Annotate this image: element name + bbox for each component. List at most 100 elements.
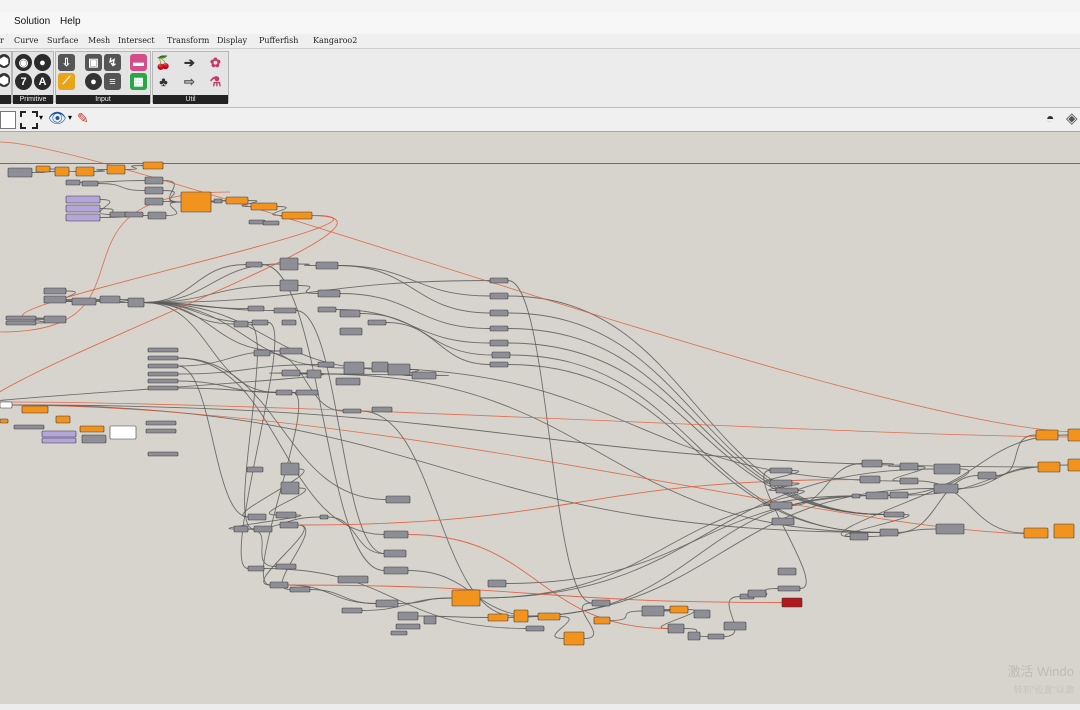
component-node[interactable]	[247, 565, 265, 572]
preview-shade-icon[interactable]: ◓	[1046, 110, 1055, 126]
eye-icon[interactable]: 👁	[48, 110, 68, 127]
component-node[interactable]	[849, 532, 869, 541]
component-node[interactable]	[899, 477, 919, 485]
arrow-outline-icon[interactable]: ⇨	[184, 73, 195, 89]
component-node[interactable]	[247, 305, 265, 312]
component-node[interactable]	[641, 605, 665, 617]
gradient-icon[interactable]: ▬	[130, 54, 147, 71]
param-component[interactable]	[75, 166, 95, 177]
slider-component[interactable]	[65, 213, 101, 222]
integer-param-icon[interactable]: ●	[34, 54, 51, 71]
zoom-dropdown[interactable]	[0, 111, 16, 129]
menu-help[interactable]: Help	[60, 16, 81, 27]
param-component[interactable]	[593, 616, 611, 625]
component-node[interactable]	[395, 623, 421, 630]
component-node[interactable]	[411, 371, 437, 380]
param-component[interactable]	[225, 196, 249, 205]
param-component[interactable]	[0, 418, 9, 424]
component-node[interactable]	[233, 525, 249, 533]
component-node[interactable]	[375, 599, 399, 608]
component-node[interactable]	[487, 579, 507, 588]
param-component[interactable]	[513, 609, 529, 623]
component-node[interactable]	[335, 377, 361, 386]
component-node[interactable]	[371, 406, 393, 413]
component-node[interactable]	[279, 347, 303, 355]
component-node[interactable]	[279, 257, 299, 271]
tab-intersect[interactable]: Intersect	[118, 36, 155, 45]
component-node[interactable]	[489, 339, 509, 347]
component-node[interactable]	[342, 408, 362, 414]
tab-surface[interactable]: Surface	[47, 36, 79, 45]
slider-component[interactable]	[65, 195, 101, 204]
tab-transform[interactable]: Transform	[167, 36, 210, 45]
component-node[interactable]	[280, 481, 300, 495]
component-node[interactable]	[723, 621, 747, 631]
param-component[interactable]	[106, 164, 126, 175]
component-node[interactable]	[317, 289, 341, 298]
panel-component[interactable]	[109, 425, 137, 440]
flask-icon[interactable]: ⚗	[209, 73, 222, 89]
component-node[interactable]	[253, 349, 271, 357]
component-node[interactable]	[145, 428, 177, 434]
chevron-down-icon[interactable]: ▾	[68, 113, 73, 122]
component-node[interactable]	[273, 307, 297, 314]
component-node[interactable]	[213, 198, 223, 204]
component-node[interactable]	[147, 347, 179, 353]
component-node[interactable]	[591, 599, 611, 607]
slider-component[interactable]	[65, 204, 101, 213]
component-node[interactable]	[489, 292, 509, 300]
component-node[interactable]	[99, 295, 121, 304]
circle-param-icon[interactable]: ◉	[15, 54, 32, 71]
component-node[interactable]	[295, 389, 319, 396]
component-node[interactable]	[851, 493, 861, 499]
component-node[interactable]	[385, 495, 411, 504]
component-node[interactable]	[491, 351, 511, 359]
param-component[interactable]	[1067, 458, 1080, 472]
component-node[interactable]	[775, 487, 799, 494]
slider-component[interactable]	[41, 430, 77, 438]
param-component[interactable]	[142, 161, 164, 170]
tab-display[interactable]: Display	[217, 36, 248, 45]
component-node[interactable]	[423, 615, 437, 625]
component-node[interactable]	[144, 197, 164, 206]
component-node[interactable]	[383, 566, 409, 575]
component-node[interactable]	[275, 563, 297, 570]
graph-mapper-icon[interactable]: ⟋	[58, 73, 75, 90]
component-node[interactable]	[367, 319, 387, 326]
value-list-icon[interactable]: ↯	[104, 54, 121, 71]
component-node[interactable]	[883, 511, 905, 518]
component-node[interactable]	[81, 180, 99, 187]
tab-params-partial[interactable]: r	[0, 36, 4, 45]
component-node[interactable]	[147, 385, 179, 391]
param-component[interactable]	[180, 191, 212, 213]
component-node[interactable]	[667, 623, 685, 634]
tab-curve[interactable]: Curve	[14, 36, 39, 45]
component-node[interactable]	[147, 371, 179, 377]
component-node[interactable]	[251, 319, 269, 326]
component-node[interactable]	[899, 462, 919, 471]
arrow-right-icon[interactable]: ➔	[184, 54, 195, 70]
component-node[interactable]	[977, 471, 997, 480]
preview-wire-icon[interactable]: ◈	[1066, 110, 1078, 127]
component-node[interactable]	[248, 219, 266, 225]
component-node[interactable]	[769, 467, 793, 474]
component-node[interactable]	[289, 586, 311, 593]
tab-pufferfish[interactable]: Pufferfish	[259, 36, 299, 45]
hexagon-icon[interactable]: ⬢	[0, 54, 10, 68]
component-node[interactable]	[145, 420, 177, 426]
component-node[interactable]	[71, 297, 97, 306]
node-graph[interactable]	[0, 132, 1080, 704]
component-node[interactable]	[707, 633, 725, 640]
component-node[interactable]	[245, 261, 263, 268]
component-node[interactable]	[280, 462, 300, 476]
component-node[interactable]	[390, 630, 408, 636]
component-node[interactable]	[315, 261, 339, 270]
param-component[interactable]	[250, 202, 278, 211]
component-node[interactable]	[127, 297, 145, 308]
component-node[interactable]	[387, 363, 411, 376]
component-node[interactable]	[13, 424, 45, 430]
param-component[interactable]	[35, 165, 51, 173]
component-node[interactable]	[865, 491, 889, 500]
param-component[interactable]	[79, 425, 105, 433]
component-node[interactable]	[777, 567, 797, 576]
